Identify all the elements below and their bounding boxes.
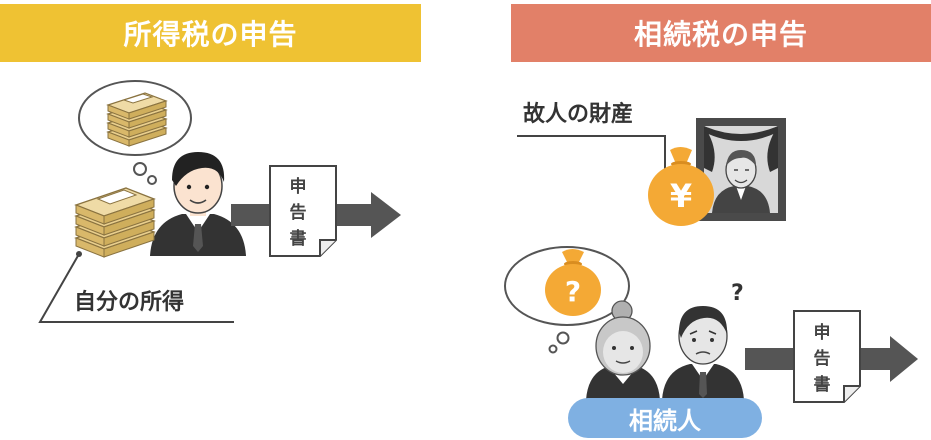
- own-income-label: 自分の所得: [74, 290, 185, 315]
- worried-man-icon: ?: [662, 281, 744, 400]
- tax-return-text-left: 申 告 書: [284, 174, 312, 252]
- question-symbol: ?: [565, 275, 581, 308]
- doc-char: 告: [289, 203, 307, 223]
- tax-return-document-left: [269, 165, 337, 257]
- doc-char: 書: [289, 229, 307, 249]
- question-money-bag-icon: ?: [545, 249, 601, 316]
- doc-char: 告: [813, 349, 831, 369]
- old-woman-icon: [586, 300, 660, 400]
- yen-symbol: ¥: [670, 177, 692, 215]
- inheritance-tax-banner: 相続税の申告: [511, 4, 931, 62]
- tax-return-document-right: [793, 310, 861, 403]
- small-question-mark: ?: [731, 281, 744, 306]
- tax-return-text-right: 申 告 書: [808, 320, 836, 398]
- cash-stack-in-thought-icon: [106, 92, 168, 147]
- deceased-assets-label: 故人の財産: [523, 102, 634, 127]
- yen-money-bag-icon: ¥: [648, 147, 714, 226]
- man-icon: [150, 152, 246, 256]
- doc-char: 申: [813, 323, 831, 343]
- income-tax-banner: 所得税の申告: [0, 4, 421, 62]
- doc-char: 書: [813, 375, 831, 395]
- cash-stack-icon: [74, 187, 156, 258]
- own-income-leader-line: [38, 251, 234, 323]
- doc-char: 申: [289, 177, 307, 197]
- estate-leader-line: [517, 135, 666, 170]
- heirs-label: 相続人: [568, 398, 762, 438]
